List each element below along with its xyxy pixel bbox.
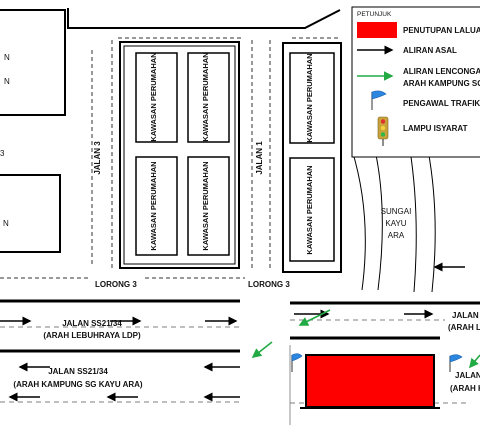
housing-plots: KAWASAN PERUMAHAN KAWASAN PERUMAHAN KAWA… xyxy=(135,52,230,256)
road-closure-block xyxy=(305,354,435,408)
right-housing-outer xyxy=(282,42,342,273)
river-label-3: ARA xyxy=(388,231,405,240)
diversion-arrows xyxy=(251,309,480,369)
green-arrow xyxy=(298,309,331,326)
lorong3-right-label: LORONG 3 xyxy=(248,280,290,289)
river-label-2: KAYU xyxy=(385,219,406,228)
legend-title: PETUNJUK xyxy=(357,11,392,18)
left-mid-block xyxy=(0,174,61,253)
housing-plot-br xyxy=(187,156,230,256)
legend-item-diversion-2: ARAH KAMPUNG SG KAYU ARA xyxy=(403,79,480,88)
left-top-label-a: N xyxy=(4,53,10,62)
right-housing-label-bottom: KAWASAN PERUMAHAN xyxy=(305,165,314,254)
legend: PETUNJUK PENUTUPAN LALUAN ALIRAN ASAL AL… xyxy=(351,6,480,158)
housing-label-bl: KAWASAN PERUMAHAN xyxy=(149,161,158,250)
red-block-icon xyxy=(357,22,397,38)
right-lower-road-label: JALAN xyxy=(455,371,480,380)
original-flow-arrows xyxy=(0,262,465,402)
right-housing-label-top: KAWASAN PERUMAHAN xyxy=(305,53,314,142)
left-mid-label: N xyxy=(3,219,9,228)
housing-label-tl: KAWASAN PERUMAHAN xyxy=(149,52,158,141)
right-housing-plot-bottom xyxy=(289,157,335,262)
housing-plot-bl xyxy=(135,156,178,256)
legend-box xyxy=(351,6,480,158)
legend-item-closure: PENUTUPAN LALUAN xyxy=(403,26,480,35)
right-housing-plot-top xyxy=(289,52,335,144)
legend-item-diversion: ALIRAN LENCONGAN xyxy=(403,67,480,76)
housing-label-tr: KAWASAN PERUMAHAN xyxy=(201,52,210,141)
upper-road-label: JALAN SS21/34 xyxy=(62,319,122,328)
upper-road-direction: (ARAH LEBUHRAYA LDP) xyxy=(43,331,141,340)
legend-item-warden: PENGAWAL TRAFIK xyxy=(403,99,480,108)
lorong3-left-label: LORONG 3 xyxy=(95,280,137,289)
housing-plot-tl xyxy=(135,52,178,143)
legend-item-traffic-light: LAMPU ISYARAT xyxy=(403,124,468,133)
left-number-label: 3 xyxy=(0,149,5,158)
lower-road-direction: (ARAH KAMPUNG SG KAYU ARA) xyxy=(13,380,143,389)
green-arrow xyxy=(468,354,480,369)
traffic-light-icon xyxy=(377,116,389,146)
blue-flag-icon xyxy=(449,354,463,372)
river-bank-right2 xyxy=(427,149,436,293)
right-lower-road-direction: (ARAH KAM xyxy=(450,384,480,393)
housing-plot-tr xyxy=(187,52,230,143)
legend-item-original: ALIRAN ASAL xyxy=(403,46,457,55)
river-bank-left2 xyxy=(374,149,383,291)
lower-road-label: JALAN SS21/34 xyxy=(48,367,108,376)
jalan3-label: JALAN 3 xyxy=(93,141,102,175)
housing-label-br: KAWASAN PERUMAHAN xyxy=(201,161,210,250)
right-upper-road-direction: (ARAH LEBU xyxy=(448,323,480,332)
blue-flag-icon xyxy=(291,353,303,372)
green-arrow xyxy=(251,341,273,358)
left-top-block xyxy=(0,9,66,116)
river-bank-left xyxy=(351,149,366,291)
central-housing-inner xyxy=(123,45,236,265)
right-upper-road-label: JALAN xyxy=(452,311,479,320)
river-bank-right xyxy=(409,149,417,293)
river-label-1: SUNGAI xyxy=(381,207,412,216)
jalan1-label: JALAN 1 xyxy=(255,141,264,175)
blue-flag-icon xyxy=(371,90,387,110)
top-boundary-line xyxy=(67,8,341,29)
central-housing-outer xyxy=(119,41,240,269)
left-top-label-b: N xyxy=(4,77,10,86)
